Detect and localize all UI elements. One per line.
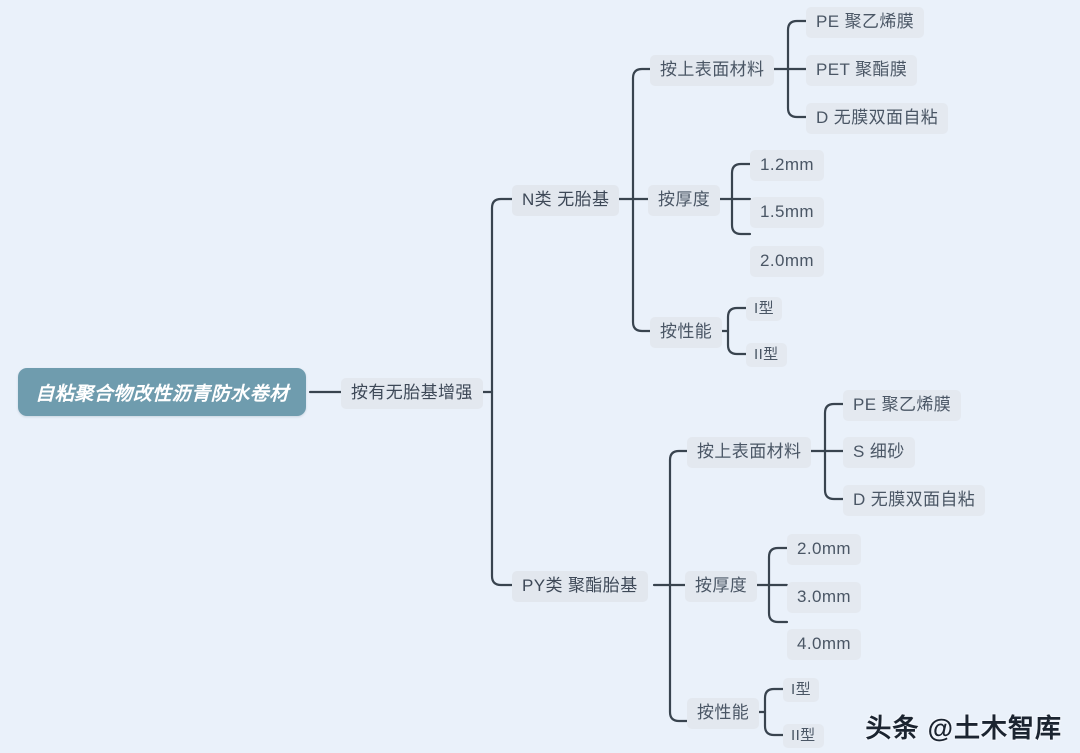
edge-py-spine-performance	[668, 583, 689, 723]
edge-n-surface-pe	[786, 19, 808, 71]
node-py-by-performance[interactable]: 按性能	[687, 698, 760, 729]
node-n-thickness-1-5mm[interactable]: 1.5mm	[750, 197, 824, 228]
edge-n-performance-i	[726, 306, 748, 333]
node-py-by-thickness[interactable]: 按厚度	[685, 571, 758, 602]
node-py-thickness-2-0mm[interactable]: 2.0mm	[787, 534, 861, 565]
edge-py-surface-pe	[823, 402, 845, 453]
node-py-performance-type-2[interactable]: II型	[783, 724, 824, 749]
node-py-by-surface-material[interactable]: 按上表面材料	[687, 437, 812, 468]
edge-spine-py	[490, 390, 514, 587]
node-py-surface-d[interactable]: D 无膜双面自粘	[843, 485, 986, 516]
node-py-thickness-3-0mm[interactable]: 3.0mm	[787, 582, 861, 613]
node-py-surface-pe[interactable]: PE 聚乙烯膜	[843, 390, 962, 421]
edge-py-surface-d	[823, 449, 845, 501]
node-py-surface-s[interactable]: S 细砂	[843, 437, 915, 468]
node-py-performance-type-1[interactable]: I型	[783, 678, 819, 703]
edge-n-performance-ii	[726, 329, 748, 356]
edge-py-performance-ii	[763, 710, 785, 737]
node-n-surface-d[interactable]: D 无膜双面自粘	[806, 103, 949, 134]
node-n-by-performance[interactable]: 按性能	[650, 317, 723, 348]
node-n-surface-pet[interactable]: PET 聚酯膜	[806, 55, 918, 86]
edge-n-spine-surface	[631, 67, 652, 201]
edge-n-spine-performance	[631, 197, 652, 333]
edge-n-thickness-12	[730, 162, 752, 201]
watermark-text: 头条 @土木智库	[865, 713, 1062, 743]
edge-py-thickness-40	[767, 583, 789, 624]
node-class-n[interactable]: N类 无胎基	[512, 185, 620, 216]
node-n-surface-pe[interactable]: PE 聚乙烯膜	[806, 7, 925, 38]
node-by-substrate-reinforcement[interactable]: 按有无胎基增强	[341, 378, 483, 409]
node-n-performance-type-1[interactable]: I型	[746, 297, 782, 322]
node-n-thickness-2-0mm[interactable]: 2.0mm	[750, 246, 824, 277]
edge-py-thickness-20	[767, 546, 789, 587]
edge-spine-n	[490, 197, 514, 394]
edge-py-performance-i	[763, 687, 785, 714]
root-node[interactable]: 自粘聚合物改性沥青防水卷材	[18, 368, 306, 416]
edge-py-spine-surface	[668, 449, 689, 587]
node-n-by-thickness[interactable]: 按厚度	[648, 185, 721, 216]
node-class-py[interactable]: PY类 聚酯胎基	[512, 571, 648, 602]
node-n-by-surface-material[interactable]: 按上表面材料	[650, 55, 775, 86]
edge-n-thickness-20	[730, 197, 752, 236]
node-n-performance-type-2[interactable]: II型	[746, 343, 787, 368]
node-n-thickness-1-2mm[interactable]: 1.2mm	[750, 150, 824, 181]
node-py-thickness-4-0mm[interactable]: 4.0mm	[787, 629, 861, 660]
edge-n-surface-d	[786, 67, 808, 119]
